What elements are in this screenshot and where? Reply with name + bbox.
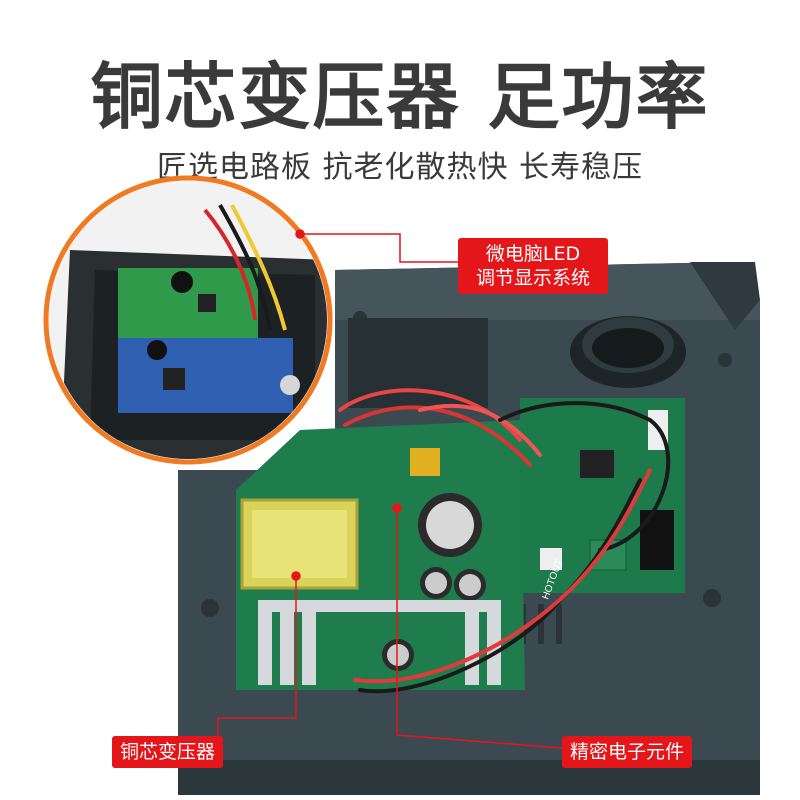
components-label: 精密电子元件: [562, 736, 693, 768]
main-pcb: HOTOUT: [236, 398, 685, 690]
socket-tube: [570, 316, 686, 388]
wires: [338, 388, 671, 694]
leader-lines: [217, 229, 563, 749]
headline: 铜芯变压器 足功率: [90, 55, 710, 139]
subline: 匠选电路板 抗老化散热快 长寿稳压: [156, 150, 644, 185]
display-recess: [348, 318, 488, 408]
led-display-label-line2: 调节显示系统: [475, 267, 590, 289]
led-display-label-line1: 微电脑LED: [485, 243, 581, 265]
led-board-inset: [43, 175, 333, 465]
transformer-label: 铜芯变压器: [112, 736, 224, 768]
led-display-label: 微电脑LED 调节显示系统: [458, 238, 608, 294]
